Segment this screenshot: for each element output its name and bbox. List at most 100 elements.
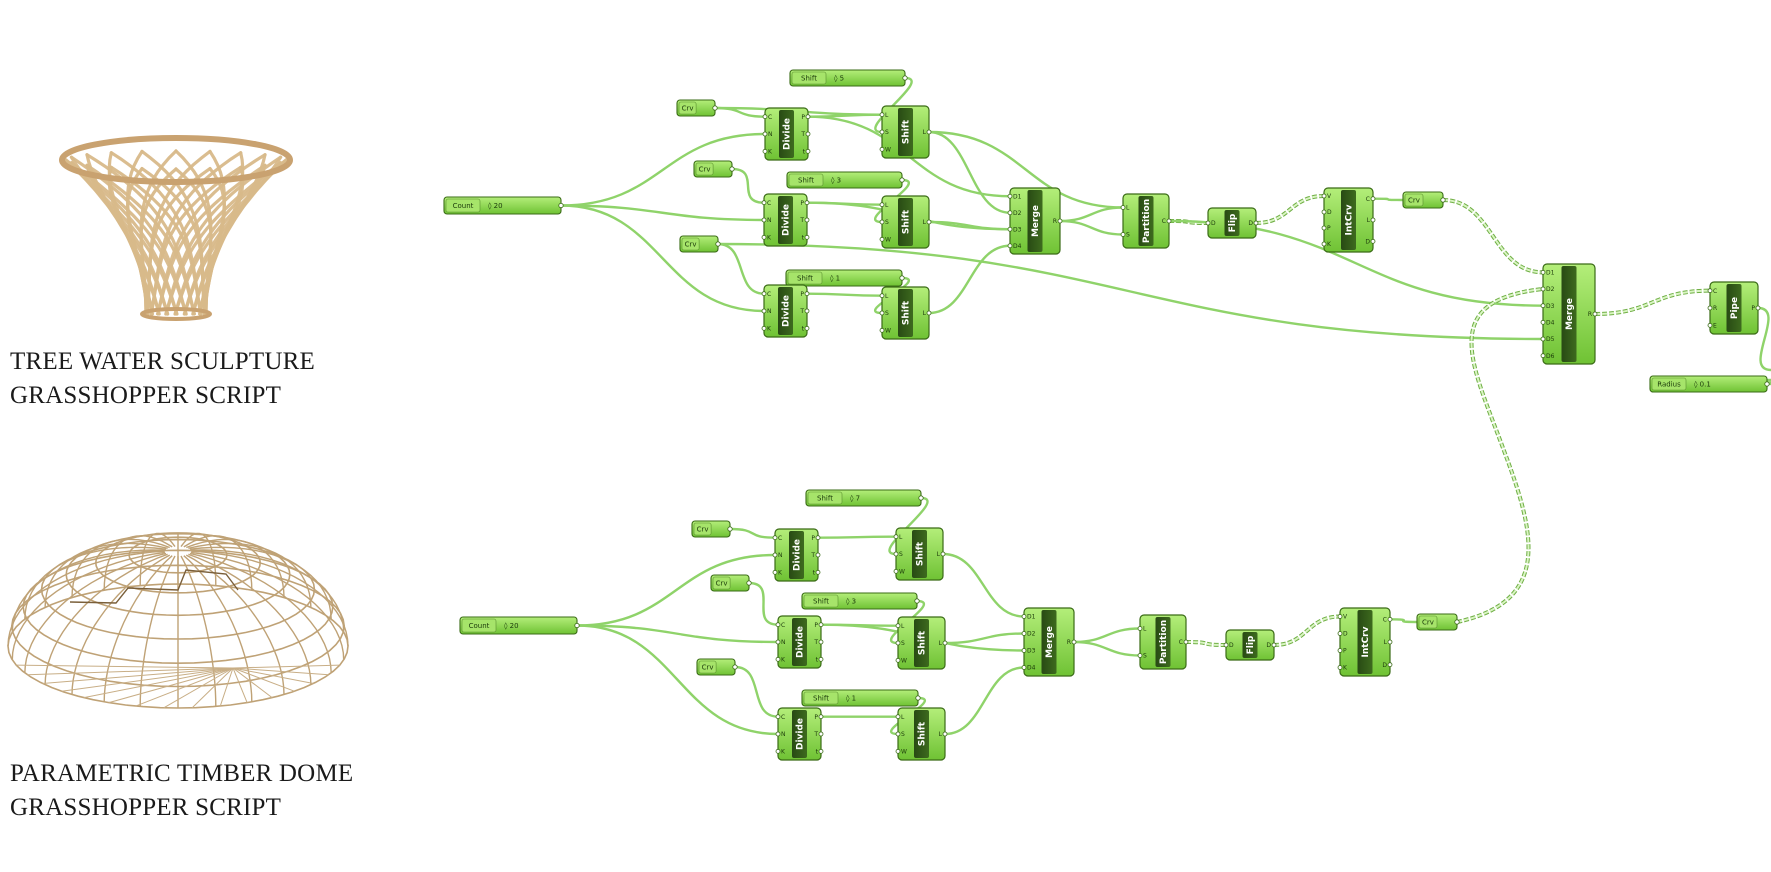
input-port[interactable] bbox=[895, 748, 901, 754]
input-port[interactable] bbox=[893, 551, 899, 557]
param-crv-f[interactable]: Crv bbox=[710, 574, 752, 592]
input-port[interactable] bbox=[772, 535, 778, 541]
output-port[interactable] bbox=[926, 129, 932, 135]
input-port[interactable] bbox=[762, 131, 768, 137]
param-output-port[interactable] bbox=[915, 695, 921, 701]
output-port[interactable] bbox=[815, 569, 821, 575]
input-port[interactable] bbox=[1137, 626, 1143, 631]
input-port[interactable] bbox=[775, 731, 781, 737]
output-port[interactable] bbox=[804, 325, 810, 331]
param-output-port[interactable] bbox=[715, 241, 721, 247]
input-port[interactable] bbox=[762, 148, 768, 154]
param-crv-d[interactable]: Crv bbox=[1402, 191, 1446, 209]
input-port[interactable] bbox=[1337, 648, 1343, 653]
input-port[interactable] bbox=[1337, 665, 1343, 670]
param-crv-g[interactable]: Crv bbox=[696, 658, 738, 676]
input-port[interactable] bbox=[893, 568, 899, 574]
input-port[interactable] bbox=[1337, 614, 1343, 619]
input-port[interactable] bbox=[775, 622, 781, 628]
input-port[interactable] bbox=[1137, 653, 1143, 658]
output-port[interactable] bbox=[1253, 220, 1259, 226]
output-port[interactable] bbox=[804, 308, 810, 314]
param-output-port[interactable] bbox=[902, 75, 908, 81]
output-port[interactable] bbox=[804, 291, 810, 297]
output-port[interactable] bbox=[818, 639, 824, 645]
output-port[interactable] bbox=[818, 748, 824, 754]
output-port[interactable] bbox=[1166, 218, 1172, 224]
param-output-port[interactable] bbox=[899, 177, 905, 183]
input-port[interactable] bbox=[775, 714, 781, 720]
input-port[interactable] bbox=[775, 639, 781, 645]
param-output-port[interactable] bbox=[899, 275, 905, 281]
param-shift-b[interactable]: Shift◊ 3 bbox=[786, 171, 905, 189]
output-port[interactable] bbox=[804, 200, 810, 206]
output-port[interactable] bbox=[942, 640, 948, 646]
param-crv-b[interactable]: Crv bbox=[693, 160, 735, 178]
output-port[interactable] bbox=[1370, 196, 1376, 202]
input-port[interactable] bbox=[1120, 205, 1126, 210]
input-port[interactable] bbox=[762, 114, 768, 120]
input-port[interactable] bbox=[1540, 319, 1546, 325]
output-port[interactable] bbox=[1271, 642, 1277, 648]
param-output-port[interactable] bbox=[574, 622, 580, 629]
input-port[interactable] bbox=[895, 714, 901, 720]
output-port[interactable] bbox=[1592, 311, 1598, 317]
output-port[interactable] bbox=[1071, 639, 1077, 645]
input-port[interactable] bbox=[1321, 241, 1327, 247]
param-output-port[interactable] bbox=[727, 526, 733, 532]
output-port[interactable] bbox=[1057, 218, 1063, 224]
output-port[interactable] bbox=[818, 656, 824, 662]
param-crv-e[interactable]: Crv bbox=[691, 520, 733, 538]
input-port[interactable] bbox=[1021, 648, 1027, 653]
output-port[interactable] bbox=[804, 234, 810, 240]
input-port[interactable] bbox=[879, 293, 885, 299]
input-port[interactable] bbox=[1540, 303, 1546, 309]
output-port[interactable] bbox=[940, 551, 946, 557]
output-port[interactable] bbox=[942, 731, 948, 737]
input-port[interactable] bbox=[879, 202, 885, 208]
input-port[interactable] bbox=[879, 310, 885, 316]
param-output-port[interactable] bbox=[914, 598, 920, 604]
output-port[interactable] bbox=[1755, 305, 1761, 311]
param-output-port[interactable] bbox=[1454, 619, 1460, 625]
param-output-port[interactable] bbox=[918, 495, 924, 501]
input-port[interactable] bbox=[1707, 322, 1713, 328]
input-port[interactable] bbox=[1707, 305, 1713, 311]
param-crv-h[interactable]: Crv bbox=[1416, 613, 1460, 631]
param-output-port[interactable] bbox=[1440, 197, 1446, 203]
input-port[interactable] bbox=[1205, 220, 1211, 226]
param-shift-d[interactable]: Shift◊ 7 bbox=[805, 489, 924, 507]
output-port[interactable] bbox=[818, 622, 824, 628]
param-output-port[interactable] bbox=[558, 202, 564, 209]
input-port[interactable] bbox=[879, 146, 885, 152]
input-port[interactable] bbox=[1120, 232, 1126, 237]
input-port[interactable] bbox=[761, 200, 767, 206]
output-port[interactable] bbox=[818, 731, 824, 737]
output-port[interactable] bbox=[815, 535, 821, 541]
input-port[interactable] bbox=[1540, 336, 1546, 342]
input-port[interactable] bbox=[1321, 193, 1327, 199]
param-crv-a[interactable]: Crv bbox=[676, 99, 718, 117]
input-port[interactable] bbox=[879, 129, 885, 135]
input-port[interactable] bbox=[772, 569, 778, 575]
param-shift-f[interactable]: Shift◊ 1 bbox=[801, 689, 921, 707]
param-crv-c[interactable]: Crv bbox=[679, 235, 721, 253]
input-port[interactable] bbox=[1007, 226, 1013, 232]
output-port[interactable] bbox=[1370, 217, 1376, 223]
